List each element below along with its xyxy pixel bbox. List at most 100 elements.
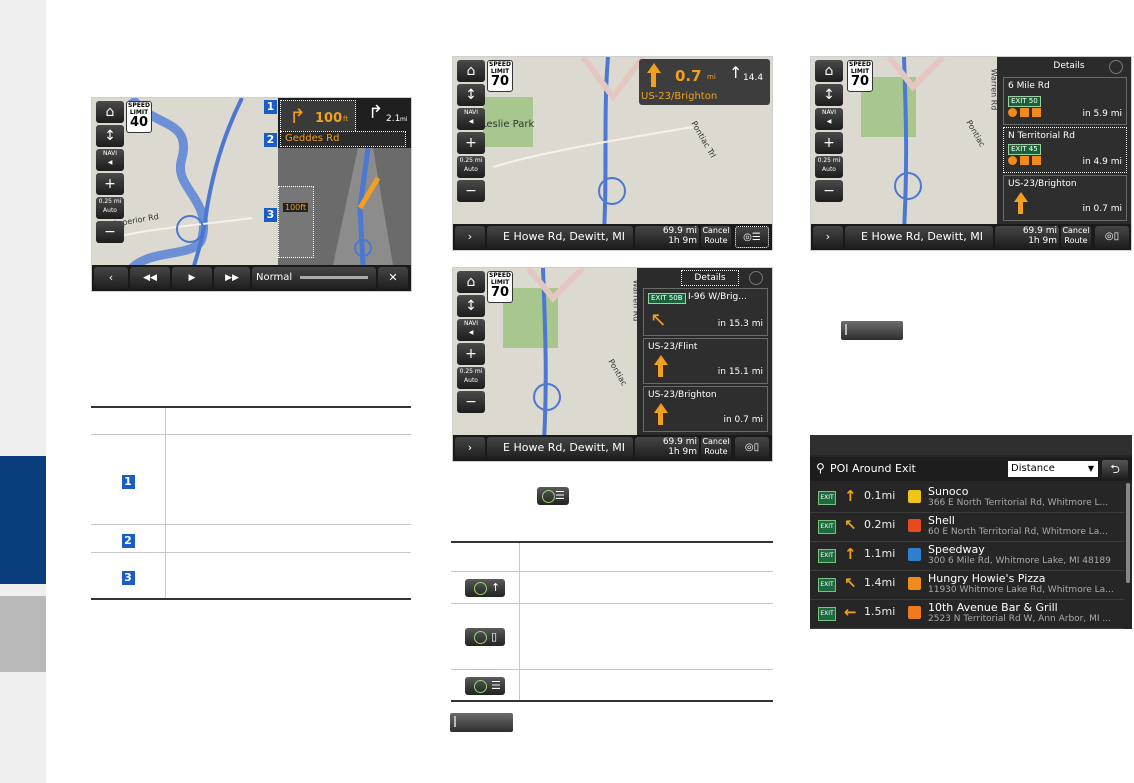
navi-volume-button[interactable]: NAVI◀ (457, 319, 485, 341)
zoom-in-button[interactable]: + (457, 343, 485, 365)
marker-1: 1 (121, 474, 135, 489)
details-button[interactable]: Details (1053, 61, 1085, 71)
poi-lodging-icon (1032, 156, 1041, 165)
inline-button-image (450, 713, 513, 732)
list-item[interactable]: US-23/Flint in 15.1 mi (643, 338, 768, 384)
menu-arrow-button[interactable]: › (455, 437, 485, 459)
menu-arrow-button[interactable]: › (813, 226, 843, 248)
sidebar-tab-active[interactable] (0, 456, 46, 584)
position-marker (176, 215, 204, 243)
compass-button[interactable]: ↕ (96, 125, 124, 147)
view-mode-button[interactable]: ◎▯ (735, 437, 769, 459)
home-button[interactable]: ⌂ (96, 101, 124, 123)
poi-gas-icon (1008, 156, 1017, 165)
view-mode-button[interactable]: ◎▯ (1095, 226, 1129, 248)
menu-arrow-button[interactable]: › (455, 226, 485, 248)
back-button[interactable]: ‹ (94, 267, 128, 289)
close-list-icon[interactable] (749, 271, 763, 285)
details-button[interactable]: Details (681, 270, 739, 286)
position-marker (598, 177, 626, 205)
play-button[interactable]: ▶ (172, 267, 212, 289)
home-button[interactable]: ⌂ (457, 60, 485, 82)
cancel-route-button[interactable]: Cancel Route (701, 226, 731, 248)
home-button[interactable]: ⌂ (457, 271, 485, 293)
exit-icon: EXIT (818, 607, 836, 621)
speed-limit-sign: SPEED LIMIT 70 (487, 60, 513, 92)
rewind-button[interactable]: ◀◀ (130, 267, 170, 289)
table-row: ☰ (451, 669, 773, 702)
destination-field[interactable]: E Howe Rd, Dewitt, MI (487, 437, 633, 459)
navi-volume-button[interactable]: NAVI◀ (815, 108, 843, 130)
screenshot-exit-details: Warren Rd Pontiac SPEED LIMIT 70 ⌂ ↕ NAV… (810, 56, 1132, 251)
destination-field[interactable]: E Howe Rd, Dewitt, MI (487, 226, 633, 248)
close-list-icon[interactable] (1109, 60, 1123, 74)
poi-distance: 0.2mi (864, 518, 896, 531)
compass-button[interactable]: ↕ (457, 295, 485, 317)
zoom-out-button[interactable]: − (457, 180, 485, 202)
poi-gas-icon (1008, 108, 1017, 117)
turn-arrow-icon (654, 403, 668, 413)
zoom-in-button[interactable]: + (815, 132, 843, 154)
view-mode-icon-inline: ☰ (537, 487, 569, 505)
cancel-route-button[interactable]: Cancel Route (701, 437, 731, 459)
view-mode-button[interactable]: ◎☰ (735, 226, 769, 248)
list-item[interactable]: US-23/Brighton in 0.7 mi (643, 386, 768, 432)
direction-arrow-icon: ↑ (844, 487, 857, 505)
screenshot-route-simulation: Superior Rd SPEED LIMIT 40 ⌂ ↕ NAVI◀ + 0… (91, 97, 412, 292)
poi-brand-icon (908, 606, 921, 619)
poi-food-icon (1020, 108, 1029, 117)
poi-header: ⚲ POI Around Exit Distance ▼ ⮌ (810, 457, 1132, 481)
turn-arrow-icon (1014, 192, 1028, 202)
turn-distance: 0.7 (675, 67, 702, 85)
list-item[interactable]: N Territorial Rd EXIT 45 in 4.9 mi (1003, 127, 1127, 173)
zoom-out-button[interactable]: − (457, 391, 485, 413)
cancel-route-button[interactable]: Cancel Route (1061, 226, 1091, 248)
zoom-in-button[interactable]: + (96, 173, 124, 195)
sidebar-tab-inactive[interactable] (0, 596, 46, 672)
route-list-panel: Details EXIT 50B I-96 W/Brig... ↖ in 15.… (637, 268, 772, 435)
close-button[interactable]: ✕ (378, 267, 408, 289)
sort-dropdown[interactable]: Distance ▼ (1008, 461, 1098, 477)
compass-button[interactable]: ↕ (457, 84, 485, 106)
back-button[interactable]: ⮌ (1102, 460, 1128, 478)
list-view-icon: ☰ (465, 676, 505, 695)
zoom-out-button[interactable]: − (96, 221, 124, 243)
speed-slider[interactable]: Normal (252, 267, 376, 289)
status-bar (810, 435, 1132, 455)
poi-distance: 1.4mi (864, 576, 896, 589)
list-item[interactable]: EXIT 50B I-96 W/Brig... ↖ in 15.3 mi (643, 288, 768, 336)
home-button[interactable]: ⌂ (815, 60, 843, 82)
list-item[interactable]: 6 Mile Rd EXIT 50 in 5.9 mi (1003, 77, 1127, 125)
screenshot-route-details: Warren Rd Pontiac SPEED LIMIT 70 ⌂ ↕ NAV… (452, 267, 773, 462)
destination-field[interactable]: E Howe Rd, Dewitt, MI (845, 226, 993, 248)
list-item[interactable]: US-23/Brighton in 0.7 mi (1003, 175, 1127, 221)
fast-forward-button[interactable]: ▶▶ (214, 267, 250, 289)
navi-volume-button[interactable]: NAVI◀ (96, 149, 124, 171)
zoom-out-button[interactable]: − (815, 180, 843, 202)
turn-info-panel: 0.7 mi ↑ 14.4 US-23/Brighton (639, 59, 770, 105)
compass-button[interactable]: ↕ (815, 84, 843, 106)
next-unit: mi (400, 116, 408, 123)
scrollbar[interactable] (1126, 483, 1130, 583)
table-row: 1 (91, 434, 411, 525)
navi-volume-button[interactable]: NAVI◀ (457, 108, 485, 130)
poi-brand-icon (908, 490, 921, 503)
zoom-in-button[interactable]: + (457, 132, 485, 154)
exit-icon: EXIT (818, 520, 836, 534)
table-row: 2 (91, 524, 411, 553)
poi-name: Hungry Howie's Pizza (928, 572, 1046, 585)
poi-name: Speedway (928, 543, 985, 556)
